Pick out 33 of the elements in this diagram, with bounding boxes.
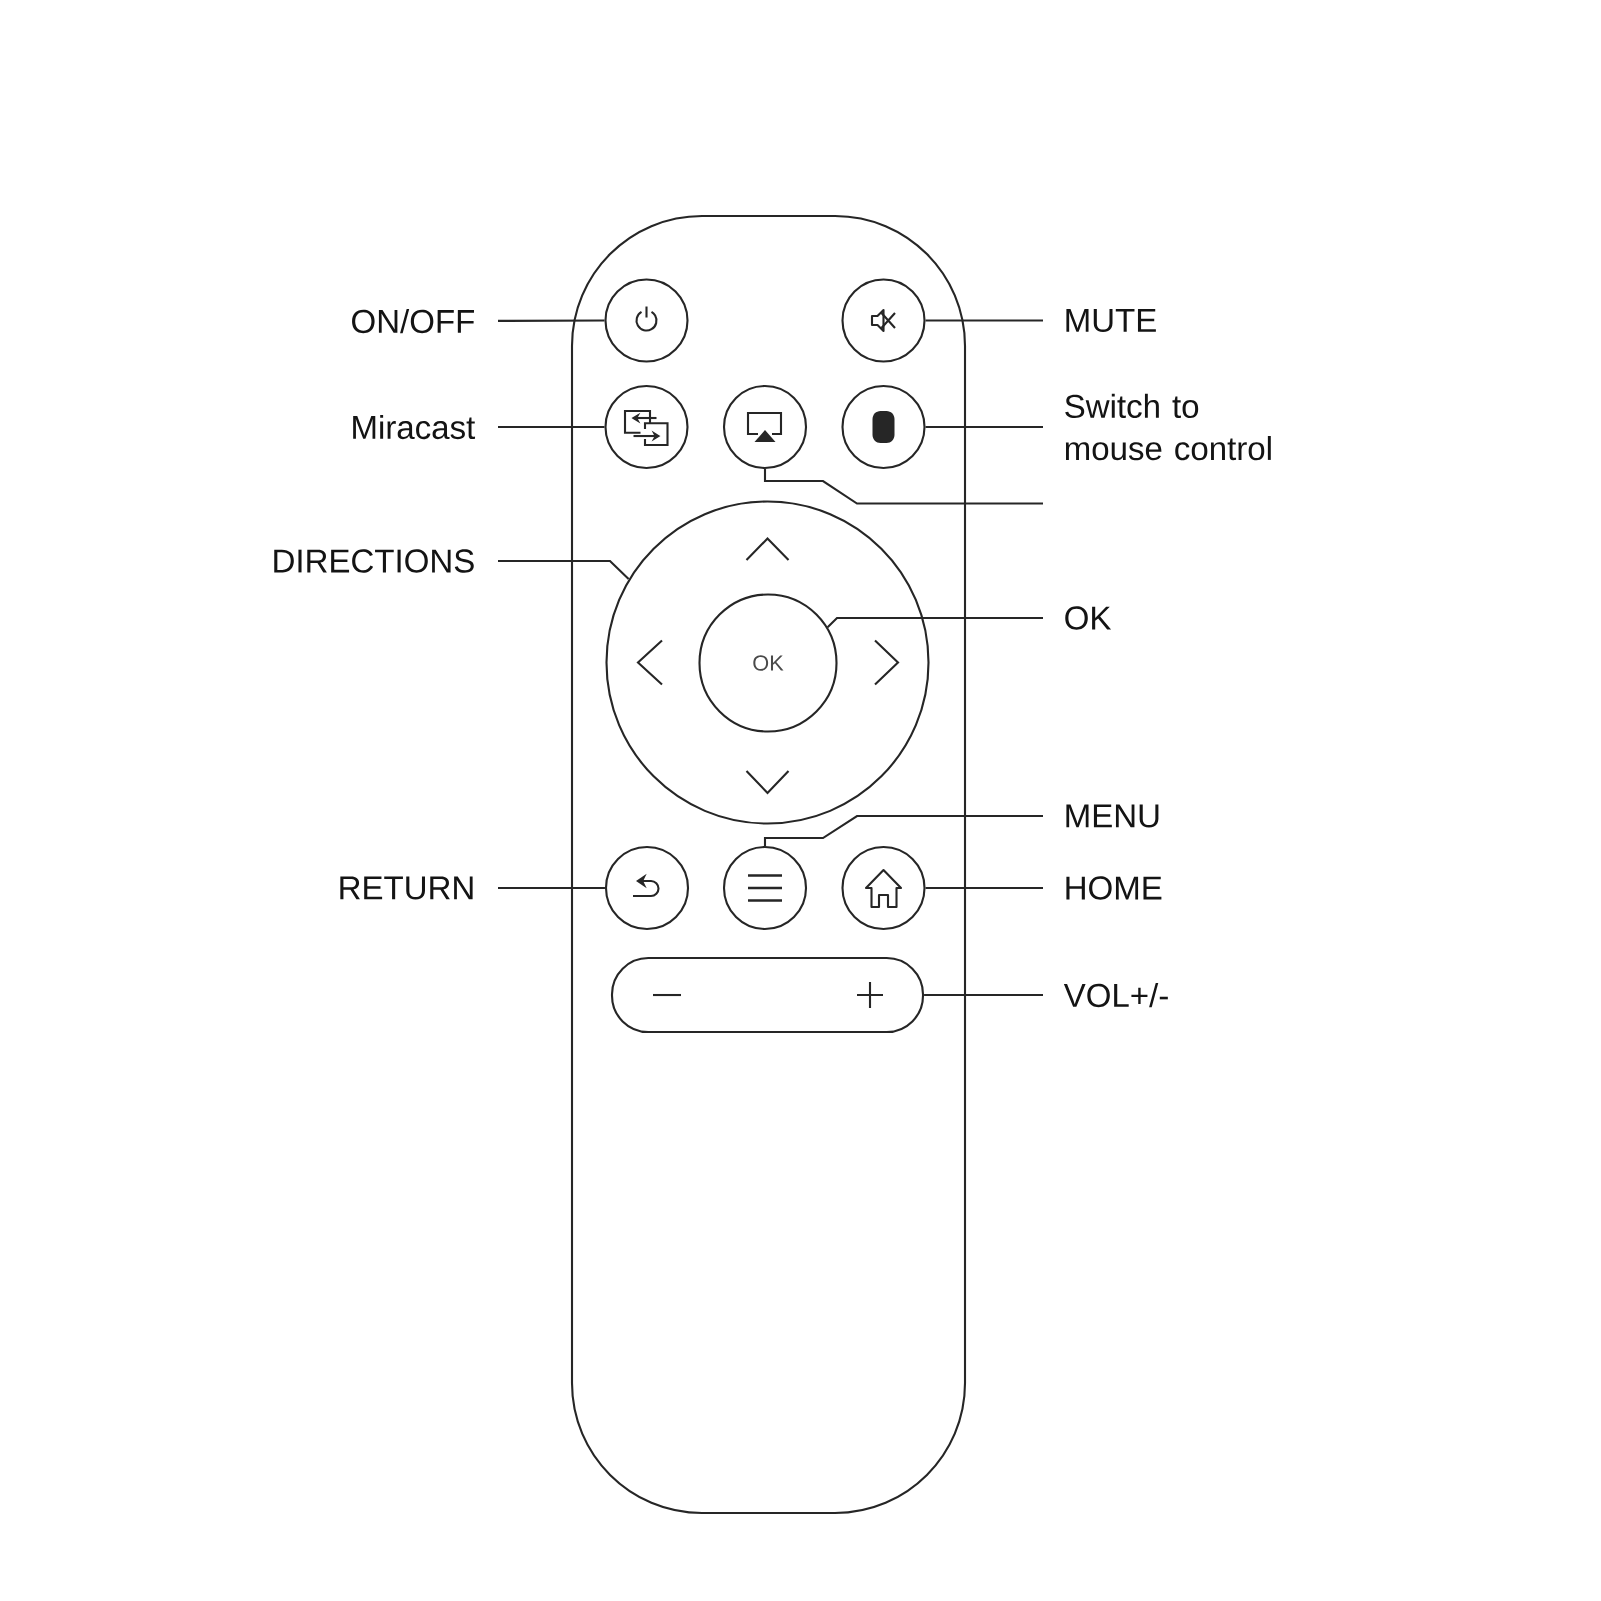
leader-line	[763, 814, 1043, 846]
ok-button: OK	[698, 593, 838, 733]
leader-line	[498, 425, 605, 429]
leader-line	[763, 469, 1043, 505]
round-button	[841, 845, 926, 931]
leader-line	[826, 616, 1043, 628]
direction-pad	[605, 500, 930, 825]
leader-line	[925, 886, 1043, 890]
round-button	[722, 845, 808, 931]
round-button	[841, 384, 926, 470]
callout-label: MENU	[1066, 804, 1159, 828]
round-button	[604, 845, 690, 931]
round-button	[841, 278, 926, 363]
volume-rocker	[610, 956, 925, 1034]
leader-line	[498, 886, 605, 890]
callout-label: Switch to mouse control	[1065, 393, 1271, 461]
remote-body	[570, 214, 967, 1515]
callout-label: VOL+/-	[1063, 982, 1168, 1008]
leader-line	[925, 425, 1043, 429]
callout-label: Miracast	[353, 414, 476, 440]
round-button	[604, 278, 689, 363]
callout-label: HOME	[1066, 876, 1162, 900]
round-button	[604, 384, 689, 470]
leader-line	[925, 319, 1043, 322]
callout-label: MUTE	[1066, 309, 1156, 333]
callout-label: DIRECTIONS	[274, 549, 474, 573]
callout-label: ON/OFF	[352, 308, 474, 334]
leader-line	[498, 559, 630, 580]
callout-label: OK	[1065, 606, 1112, 630]
leader-line	[498, 319, 605, 322]
round-button	[722, 384, 808, 470]
callout-label: RETURN	[340, 876, 473, 900]
leader-line	[924, 993, 1043, 997]
